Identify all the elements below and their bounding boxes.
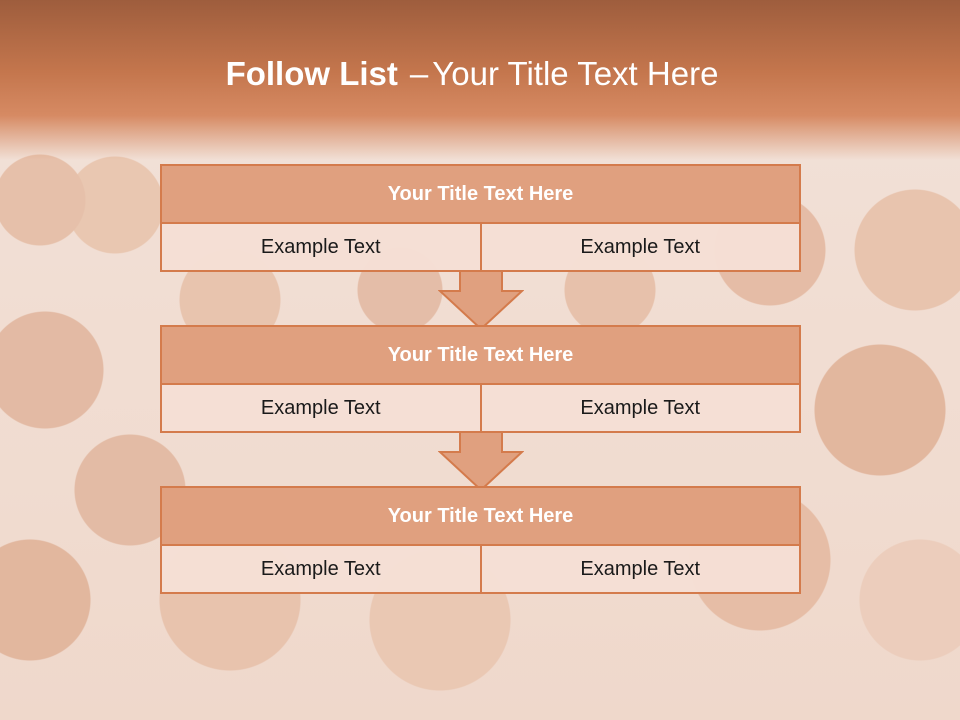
slide-title-separator: –: [409, 55, 429, 92]
slide-title: Follow List–Your Title Text Here: [0, 52, 944, 96]
down-arrow-icon: [438, 271, 524, 331]
step-cell-right-3: Example Text: [479, 546, 799, 592]
step-block-3: Your Title Text Here Example Text Exampl…: [160, 486, 801, 594]
step-cell-right-2: Example Text: [479, 385, 799, 431]
down-arrow-icon: [438, 432, 524, 492]
step-block-2: Your Title Text Here Example Text Exampl…: [160, 325, 801, 433]
step-cell-left-1: Example Text: [162, 224, 480, 270]
step-row-3: Example Text Example Text: [162, 546, 799, 592]
slide-title-rest: Your Title Text Here: [432, 55, 719, 92]
title-band: [0, 0, 960, 160]
step-header-1: Your Title Text Here: [162, 166, 799, 224]
step-row-1: Example Text Example Text: [162, 224, 799, 270]
step-header-2: Your Title Text Here: [162, 327, 799, 385]
step-row-2: Example Text Example Text: [162, 385, 799, 431]
step-cell-left-2: Example Text: [162, 385, 480, 431]
step-cell-left-3: Example Text: [162, 546, 480, 592]
slide-title-bold: Follow List: [225, 55, 398, 92]
step-cell-right-1: Example Text: [479, 224, 799, 270]
step-block-1: Your Title Text Here Example Text Exampl…: [160, 164, 801, 272]
step-header-3: Your Title Text Here: [162, 488, 799, 546]
